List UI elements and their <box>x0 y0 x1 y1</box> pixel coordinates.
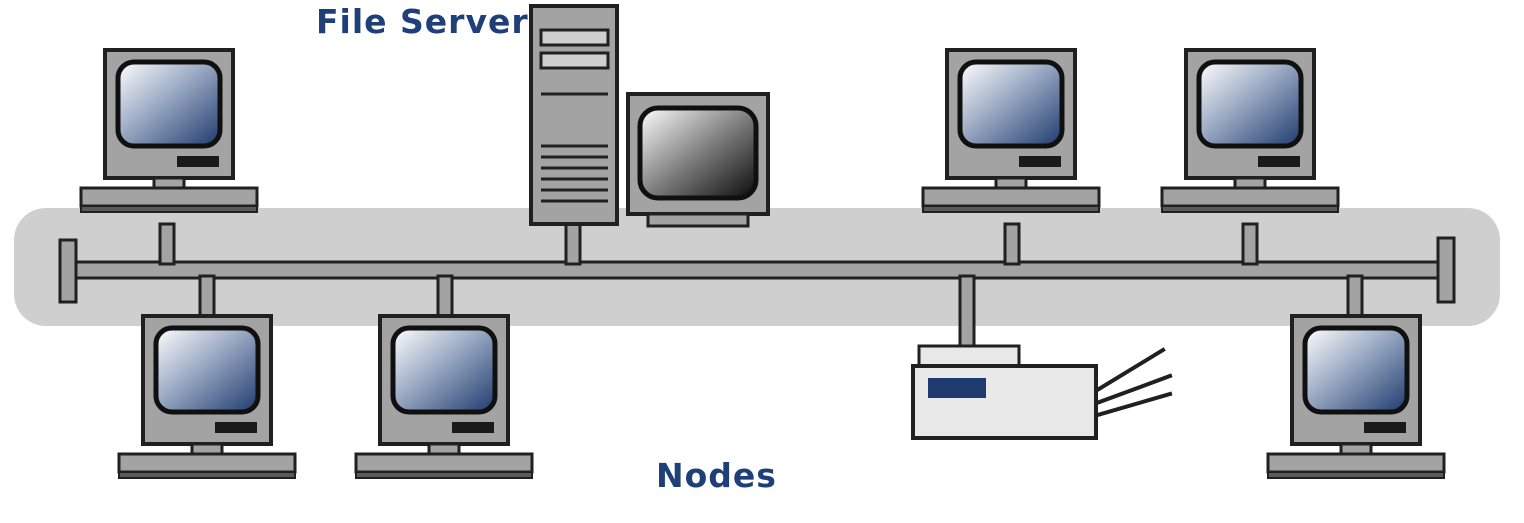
bus-cable <box>58 236 1456 304</box>
file-server-label: File Server <box>316 2 529 41</box>
nodes-label: Nodes <box>656 456 777 495</box>
workstation-bottom-3 <box>1268 316 1444 478</box>
file-server-monitor <box>626 92 770 228</box>
file-server-tower <box>529 4 619 226</box>
workstation-top-3 <box>1162 50 1338 212</box>
drop-lines <box>158 222 1364 348</box>
printer <box>911 344 1173 440</box>
workstation-top-2 <box>923 50 1099 212</box>
workstation-top-1 <box>81 50 257 212</box>
workstation-bottom-2 <box>356 316 532 478</box>
workstation-bottom-1 <box>119 316 295 478</box>
